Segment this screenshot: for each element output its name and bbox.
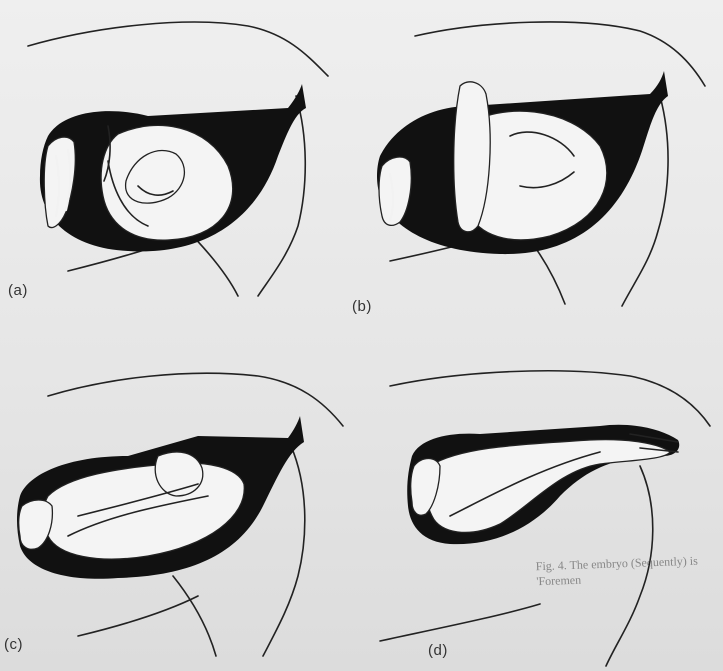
panel-c-drawing [8,356,358,668]
panel-c-label: (c) [4,636,23,653]
panel-a: (a) [8,16,358,316]
panel-d: (d) [360,356,720,668]
panel-b-label: (b) [352,298,372,315]
panel-c: (c) [8,356,358,668]
panel-d-label: (d) [428,642,448,659]
panel-a-label: (a) [8,282,28,299]
panel-a-drawing [8,16,358,316]
panel-b: (b) [360,16,720,316]
panel-b-drawing [360,16,720,316]
panel-d-drawing [360,356,720,668]
